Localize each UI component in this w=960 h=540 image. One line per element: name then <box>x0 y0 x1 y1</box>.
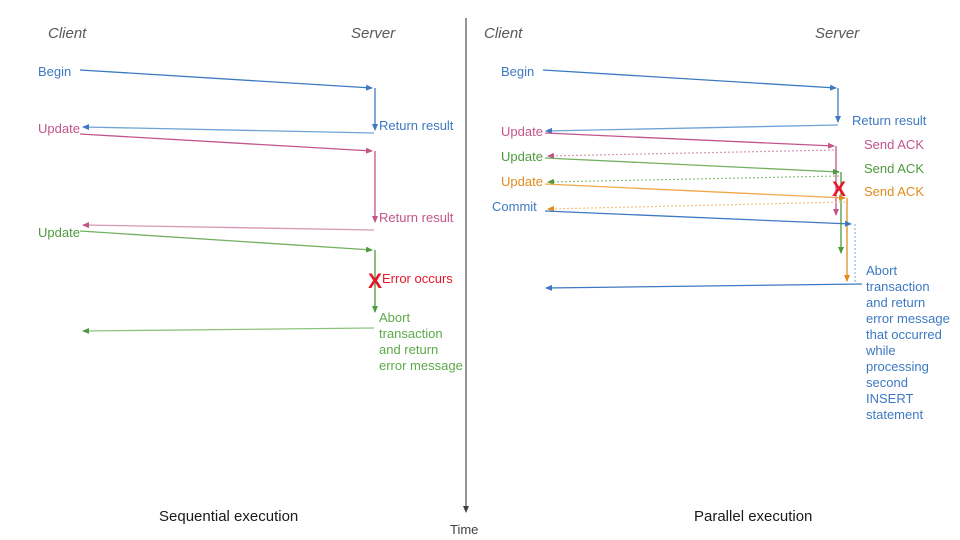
message-label-commit: Commit <box>492 199 537 214</box>
message-label-update-1: Update <box>38 121 80 136</box>
message-begin-request: Begin <box>38 64 373 91</box>
message-return-result-parallel: Return result <box>545 113 927 134</box>
abort-line-3: and return <box>379 342 438 357</box>
abort-p-line-5: that occurred <box>866 327 942 342</box>
abort-p-line-10: statement <box>866 407 923 422</box>
message-update-request-1-parallel: Update <box>501 124 835 149</box>
abort-p-line-1: Abort <box>866 263 897 278</box>
abort-line-2: transaction <box>379 326 443 341</box>
message-abort-response-parallel: Abort transaction and return error messa… <box>545 263 960 422</box>
abort-p-line-3: and return <box>866 295 925 310</box>
error-marker-group-parallel: X <box>832 178 846 201</box>
server-lane-header: Server <box>351 25 396 42</box>
panel-caption-sequential: Sequential execution <box>159 508 298 525</box>
abort-p-line-2: transaction <box>866 279 930 294</box>
error-occurs-label: Error occurs <box>382 271 453 286</box>
error-x-icon: X <box>368 270 382 293</box>
message-label-return-result-1: Return result <box>379 118 454 133</box>
message-label-update-2-parallel: Update <box>501 149 543 164</box>
message-update-request-1: Update <box>38 121 373 154</box>
client-lane-header-parallel: Client <box>484 25 523 42</box>
server-lane-header-parallel: Server <box>815 25 860 42</box>
message-begin-request-parallel: Begin <box>501 64 837 91</box>
abort-p-line-7: processing <box>866 359 929 374</box>
message-send-ack-3: Send ACK <box>547 184 924 212</box>
abort-p-line-4: error message <box>866 311 950 326</box>
message-update-request-2: Update <box>38 225 373 253</box>
abort-p-line-8: second <box>866 375 908 390</box>
error-marker-group: X Error occurs <box>368 270 453 293</box>
error-x-icon-parallel: X <box>832 178 846 201</box>
message-label-begin: Begin <box>38 64 71 79</box>
message-commit-request: Commit <box>492 199 852 227</box>
time-axis-group: Time <box>450 18 478 537</box>
message-label-update-2: Update <box>38 225 80 240</box>
abort-p-line-6: while <box>865 343 896 358</box>
time-axis-label: Time <box>450 522 478 537</box>
message-label-update-1-parallel: Update <box>501 124 543 139</box>
abort-line-4: error message <box>379 358 463 373</box>
message-send-ack-2: Send ACK <box>547 161 924 185</box>
message-send-ack-1: Send ACK <box>547 137 924 159</box>
panel-sequential: Client Server Begin Return result Update <box>38 25 495 525</box>
message-return-result-1: Return result <box>82 118 454 134</box>
message-label-begin-parallel: Begin <box>501 64 534 79</box>
message-abort-response-left: Abort transaction and return error messa… <box>82 310 495 373</box>
panel-caption-parallel: Parallel execution <box>694 508 812 525</box>
abort-line-1: Abort <box>379 310 410 325</box>
message-label-send-ack-1: Send ACK <box>864 137 924 152</box>
client-lane-header: Client <box>48 25 87 42</box>
abort-p-line-9: INSERT <box>866 391 913 406</box>
message-return-result-2: Return result <box>82 210 454 231</box>
panel-parallel: Client Server Begin Return result Update <box>484 25 960 525</box>
message-update-request-3-parallel: Update <box>501 174 846 201</box>
message-label-return-result-parallel: Return result <box>852 113 927 128</box>
message-label-send-ack-3: Send ACK <box>864 184 924 199</box>
abort-message-label: Abort transaction and return error messa… <box>379 310 495 373</box>
message-label-update-3-parallel: Update <box>501 174 543 189</box>
message-label-return-result-2: Return result <box>379 210 454 225</box>
message-label-send-ack-2: Send ACK <box>864 161 924 176</box>
abort-message-label-parallel: Abort transaction and return error messa… <box>865 263 960 422</box>
message-update-request-2-parallel: Update <box>501 149 840 175</box>
